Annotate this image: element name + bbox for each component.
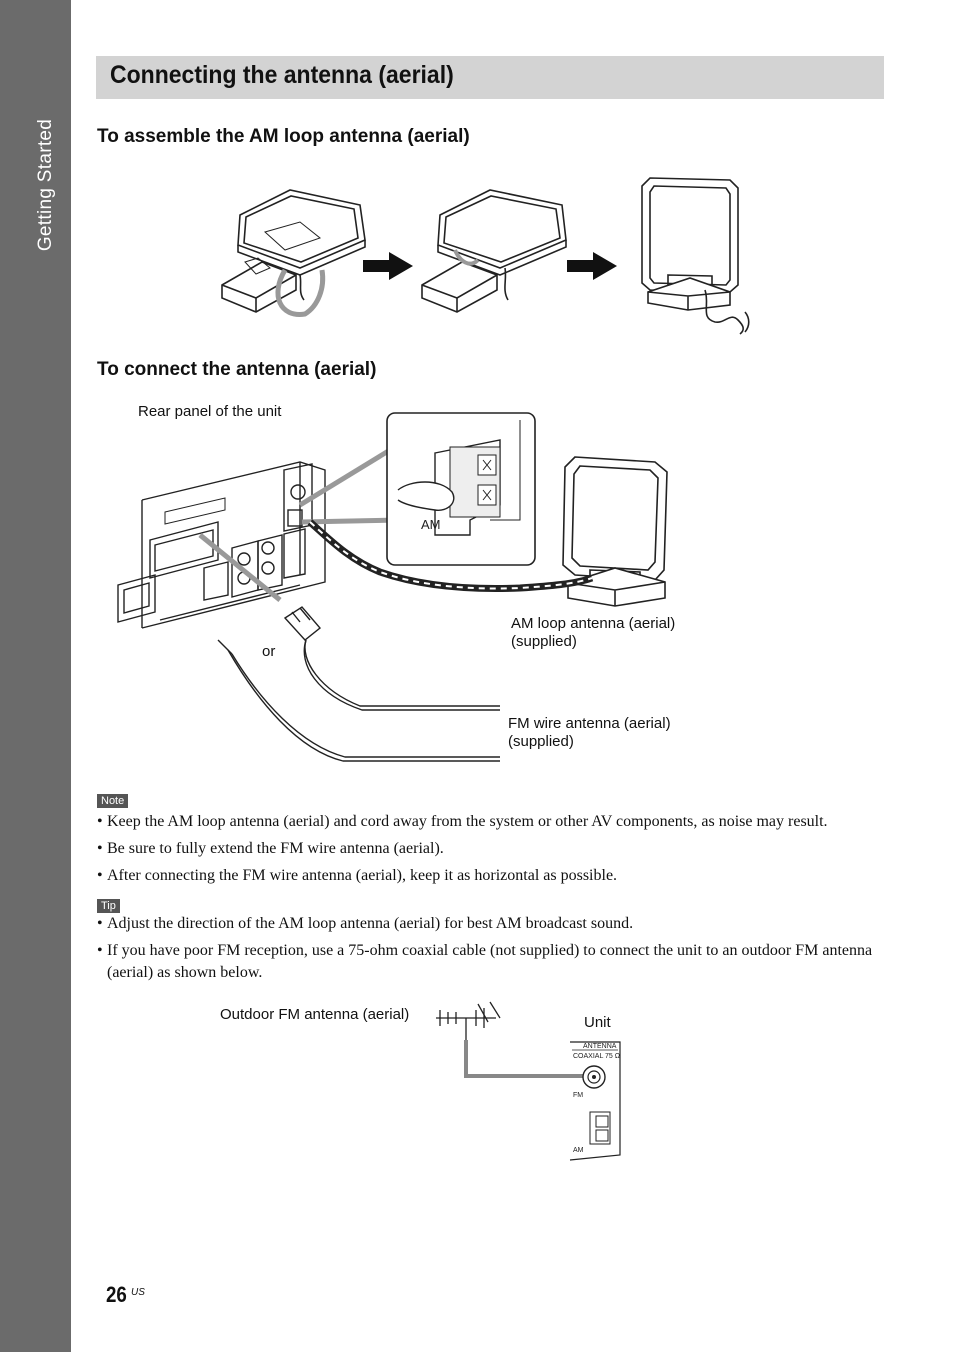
title-bar: Connecting the antenna (aerial): [96, 56, 884, 99]
assemble-heading: To assemble the AM loop antenna (aerial): [97, 126, 470, 147]
coaxial-cable: [464, 1040, 588, 1078]
outdoor-antenna: [436, 1001, 501, 1040]
outdoor-antenna-label: Outdoor FM antenna (aerial): [220, 1006, 410, 1023]
fm-wire-label-line1: FM wire antenna (aerial): [508, 715, 671, 732]
page-suffix: US: [131, 1287, 145, 1298]
page-title: Connecting the antenna (aerial): [110, 61, 454, 89]
assembly-step-1: [221, 189, 366, 317]
note-item: Be sure to fully extend the FM wire ante…: [97, 838, 887, 860]
unit-antenna-panel: [569, 1041, 621, 1161]
am-terminal-label: AM: [421, 517, 441, 532]
rear-panel-label: Rear panel of the unit: [138, 403, 282, 420]
note-item: Keep the AM loop antenna (aerial) and co…: [97, 811, 887, 833]
assembly-step-3: [641, 177, 750, 335]
fm-wire-label-line2: (supplied): [508, 733, 574, 750]
tip-item: If you have poor FM reception, use a 75-…: [97, 940, 887, 984]
rear-panel-unit: [117, 461, 326, 629]
tip-item: Adjust the direction of the AM loop ante…: [97, 913, 887, 935]
callout-lines: [198, 447, 401, 602]
am-terminal-closeup: [386, 412, 536, 566]
fm-wire-antenna: [217, 606, 500, 762]
am-loop-label-line1: AM loop antenna (aerial): [511, 615, 676, 632]
arrow-2: [567, 252, 617, 280]
page-number: 26: [106, 1282, 127, 1307]
note-list: Keep the AM loop antenna (aerial) and co…: [97, 811, 887, 892]
am-loop-antenna: [562, 456, 668, 607]
tip-badge: Tip: [97, 899, 120, 913]
or-label: or: [262, 643, 276, 660]
sidebar: Getting Started: [0, 0, 71, 1352]
assembly-step-2: [421, 189, 567, 313]
connect-heading: To connect the antenna (aerial): [97, 359, 377, 380]
coaxial-label: COAXIAL 75 Ω: [573, 1053, 620, 1060]
arrow-1: [363, 252, 413, 280]
panel-am-label: AM: [573, 1147, 584, 1154]
tip-list: Adjust the direction of the AM loop ante…: [97, 913, 887, 989]
panel-title: ANTENNA: [583, 1043, 617, 1050]
unit-label: Unit: [584, 1014, 611, 1031]
note-item: After connecting the FM wire antenna (ae…: [97, 865, 887, 887]
panel-fm-label: FM: [573, 1092, 583, 1099]
am-loop-label-line2: (supplied): [511, 633, 577, 650]
note-badge: Note: [97, 794, 129, 808]
